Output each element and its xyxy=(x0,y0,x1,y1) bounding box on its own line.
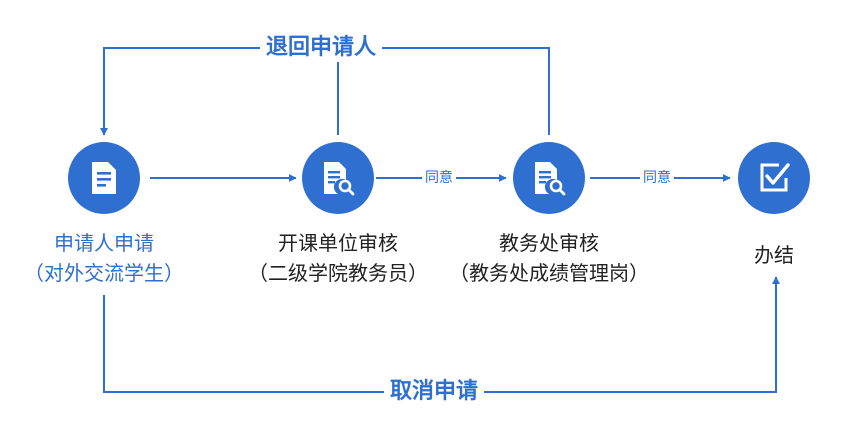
label-unit-review-subtitle: （二级学院教务员） xyxy=(248,261,428,285)
edge-label-return: 退回申请人 xyxy=(260,34,383,62)
label-office-review: 教务处审核 （教务处成绩管理岗） xyxy=(436,228,662,288)
edge-label-agree-2: 同意 xyxy=(640,169,674,187)
edge-label-cancel: 取消申请 xyxy=(384,378,485,406)
label-office-review-title: 教务处审核 xyxy=(499,231,599,255)
node-apply xyxy=(68,142,140,214)
label-done-title: 办结 xyxy=(754,243,794,267)
document-search-icon xyxy=(535,162,566,196)
node-office-review xyxy=(513,142,585,214)
label-unit-review: 开课单位审核 （二级学院教务员） xyxy=(228,228,448,288)
label-unit-review-title: 开课单位审核 xyxy=(278,231,398,255)
label-apply: 申请人申请 （对外交流学生） xyxy=(4,228,204,288)
cancel-line xyxy=(103,276,780,393)
label-apply-subtitle: （对外交流学生） xyxy=(24,261,184,285)
document-search-icon xyxy=(324,162,355,196)
checkbox-icon xyxy=(760,163,790,192)
label-office-review-subtitle: （教务处成绩管理岗） xyxy=(449,261,649,285)
edge-label-agree-1: 同意 xyxy=(422,169,456,187)
label-done: 办结 xyxy=(724,240,824,270)
label-apply-title: 申请人申请 xyxy=(54,231,154,255)
node-done xyxy=(738,142,810,214)
document-icon xyxy=(92,162,116,194)
node-unit-review xyxy=(302,142,374,214)
